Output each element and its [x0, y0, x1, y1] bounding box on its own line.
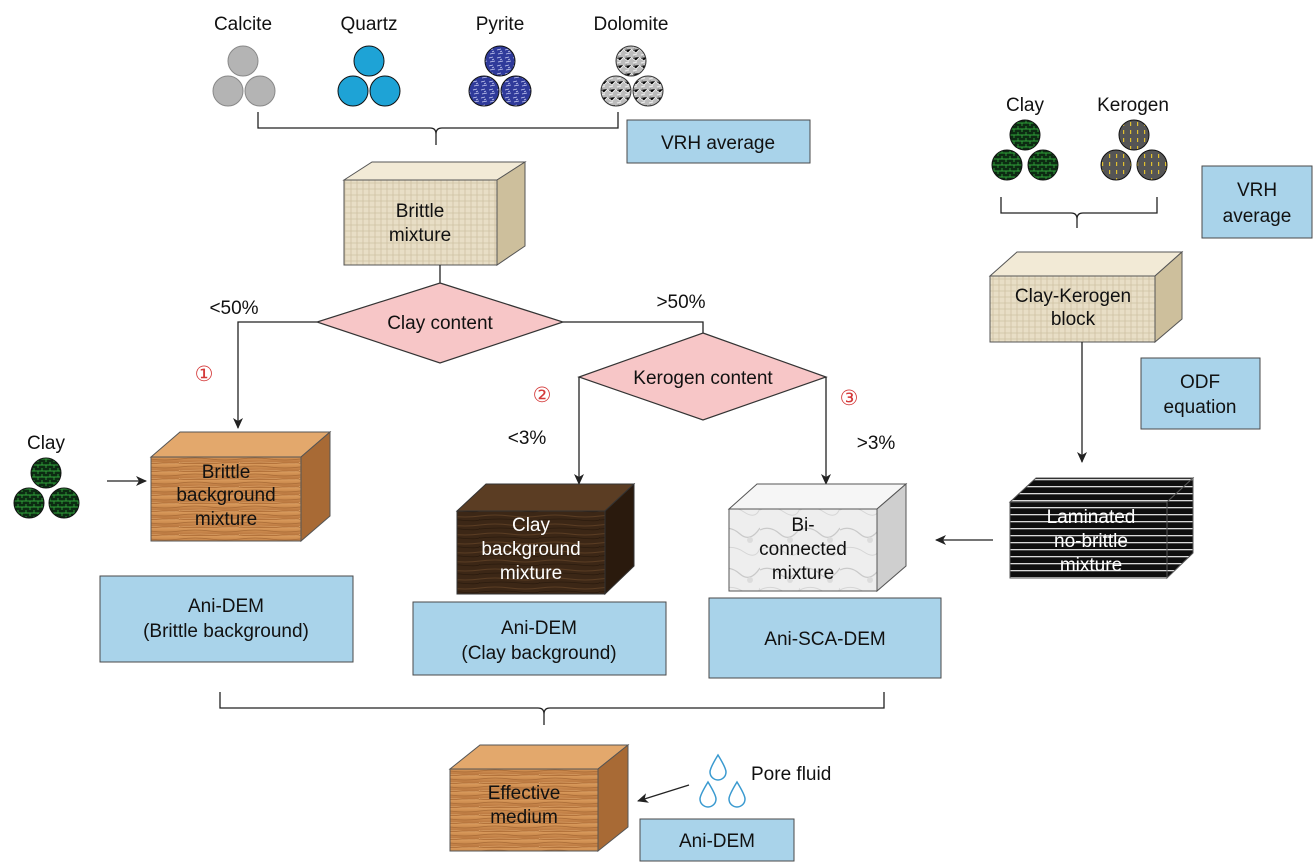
laminated-line3: mixture	[1060, 555, 1122, 576]
clay-kerogen-line2: block	[1051, 309, 1096, 330]
pore-fluid-droplets	[699, 753, 746, 808]
droplet-icon	[699, 780, 717, 808]
quartz-grain-icon	[369, 75, 401, 107]
ani-dem-brittle-line2: (Brittle background)	[143, 621, 309, 642]
mineral-pyrite: Pyrite	[468, 14, 532, 107]
kerogen-grain-icon	[1136, 149, 1168, 181]
clay-grain-icon	[30, 457, 62, 489]
right-kerogen-label: Kerogen	[1097, 95, 1169, 116]
biconnected-line2: connected	[759, 539, 847, 560]
brittle-background-line1: Brittle	[202, 462, 251, 483]
marker-2: ②	[533, 383, 552, 407]
odf-line1: ODF	[1180, 372, 1220, 393]
vrh-average-right-box	[1201, 165, 1313, 239]
biconnected-block: Bi- connected mixture	[727, 482, 908, 593]
kerogen-grain-icon	[1118, 119, 1150, 151]
clay-grain-icon	[48, 487, 80, 519]
clay-kerogen-block: Clay-Kerogen block	[988, 250, 1184, 344]
gt3-label: >3%	[857, 433, 896, 454]
ani-sca-dem-box	[708, 597, 942, 679]
clay-background-line2: background	[481, 539, 580, 560]
clay-background-line3: mixture	[500, 563, 562, 584]
kerogen-content-diamond	[577, 332, 828, 421]
effective-medium-line1: Effective	[488, 783, 561, 804]
laminated-line1: Laminated	[1047, 507, 1136, 528]
pyrite-grain-icon	[484, 45, 516, 77]
ani-dem-clay-line1: Ani-DEM	[501, 618, 577, 639]
dolomite-grain-icon	[632, 75, 664, 107]
dolomite-grain-icon	[615, 45, 647, 77]
laminated-line2: no-brittle	[1054, 531, 1128, 552]
quartz-grain-icon	[353, 45, 385, 77]
calcite-grain-icon	[227, 45, 259, 77]
gt50-label: >50%	[656, 292, 705, 313]
laminated-block: Laminated no-brittle mixture	[1008, 476, 1195, 580]
brittle-mixture-block: Brittle mixture	[342, 161, 527, 266]
right-brace	[1000, 197, 1158, 228]
ani-dem-brittle-line1: Ani-DEM	[188, 596, 264, 617]
quartz-grain-icon	[337, 75, 369, 107]
droplet-icon	[728, 780, 746, 808]
fluid-arrow	[637, 784, 690, 803]
top-brace	[257, 112, 619, 145]
left-clay-label: Clay	[27, 433, 66, 454]
clay-kerogen-line1: Clay-Kerogen	[1015, 286, 1131, 307]
effective-medium-block: Effective medium	[448, 743, 630, 853]
odf-equation-box	[1140, 357, 1261, 430]
clay-background-line1: Clay	[512, 515, 551, 536]
clay-grain-icon	[1027, 149, 1059, 181]
ani-dem-bottom-box	[639, 818, 795, 862]
ani-dem-brittle-box	[99, 575, 354, 663]
pore-fluid-label: Pore fluid	[751, 764, 831, 785]
quartz-label: Quartz	[340, 14, 397, 35]
ani-dem-clay-box	[412, 601, 667, 676]
ani-sca-dem-label: Ani-SCA-DEM	[764, 629, 885, 650]
brittle-background-line2: background	[176, 485, 275, 506]
clay-content-label: Clay content	[387, 313, 493, 334]
ani-dem-bottom-label: Ani-DEM	[679, 831, 755, 852]
mineral-quartz: Quartz	[337, 14, 401, 107]
brittle-mixture-label-line1: Brittle	[396, 201, 445, 222]
clay-grain-icon	[13, 487, 45, 519]
mineral-dolomite: Dolomite	[594, 14, 669, 107]
mineral-calcite: Calcite	[212, 14, 276, 107]
brittle-mixture-label-line2: mixture	[389, 225, 451, 246]
vrh-right-line1: VRH	[1237, 180, 1277, 201]
pyrite-label: Pyrite	[476, 14, 525, 35]
dolomite-label: Dolomite	[594, 14, 669, 35]
vrh-average-label: VRH average	[661, 133, 775, 154]
biconnected-line1: Bi-	[791, 515, 814, 536]
effective-medium-line2: medium	[490, 807, 558, 828]
branch-gt50-line	[563, 321, 704, 333]
bottom-brace	[219, 692, 885, 725]
clay-grain-icon	[991, 149, 1023, 181]
clay-content-diamond	[315, 282, 565, 364]
calcite-grain-icon	[212, 75, 244, 107]
clay-background-block: Clay background mixture	[455, 482, 636, 596]
vrh-average-box	[626, 119, 811, 164]
branch-lt50-arrow	[233, 321, 317, 429]
calcite-label: Calcite	[214, 14, 272, 35]
kerogen-grain-icon	[1100, 149, 1132, 181]
right-clay-label: Clay	[1006, 95, 1045, 116]
brittle-background-block: Brittle background mixture	[149, 430, 332, 543]
pyrite-grain-icon	[468, 75, 500, 107]
clay-grain-icon	[1009, 119, 1041, 151]
marker-3: ③	[840, 386, 859, 410]
calcite-grain-icon	[244, 75, 276, 107]
droplet-icon	[709, 753, 727, 781]
odf-line2: equation	[1164, 397, 1237, 418]
lt50-label: <50%	[209, 298, 258, 319]
brittle-background-line3: mixture	[195, 509, 257, 530]
pyrite-grain-icon	[500, 75, 532, 107]
ani-dem-clay-line2: (Clay background)	[461, 643, 616, 664]
biconnected-line3: mixture	[772, 563, 834, 584]
lt3-label: <3%	[508, 428, 547, 449]
vrh-right-line2: average	[1223, 206, 1292, 227]
marker-1: ①	[195, 362, 214, 386]
dolomite-grain-icon	[600, 75, 632, 107]
kerogen-content-label: Kerogen content	[633, 368, 773, 389]
